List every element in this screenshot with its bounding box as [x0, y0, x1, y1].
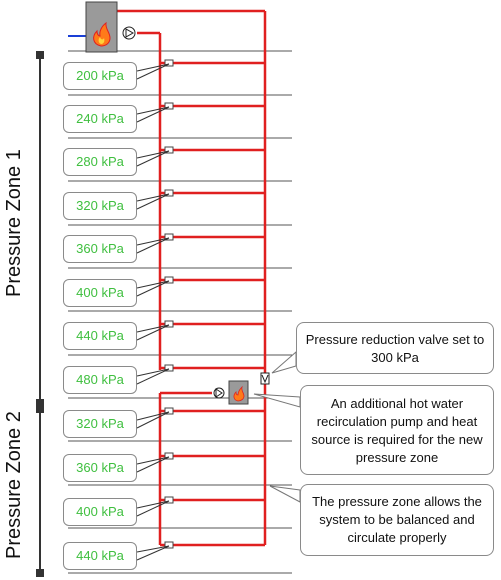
pressure-label: 240 kPa	[63, 105, 137, 133]
valve-icon	[260, 372, 270, 385]
pipe-network	[117, 9, 267, 547]
pressure-label: 400 kPa	[63, 279, 137, 307]
pressure-label: 400 kPa	[63, 498, 137, 526]
zone-1-bracket	[36, 51, 44, 407]
flame-icon	[233, 385, 245, 402]
zone-2-bracket	[36, 405, 44, 577]
heater-icon	[85, 1, 118, 53]
pressure-label: 480 kPa	[63, 366, 137, 394]
callout-pressure-zone-balance: The pressure zone allows the system to b…	[300, 484, 494, 556]
heater-icon	[228, 380, 249, 405]
pressure-label: 320 kPa	[63, 410, 137, 438]
pump-icon	[122, 26, 136, 40]
pressure-label: 320 kPa	[63, 192, 137, 220]
callout-pressure-reduction-valve: Pressure reduction valve set to 300 kPa	[296, 322, 494, 374]
pressure-label: 440 kPa	[63, 322, 137, 350]
pressure-label: 360 kPa	[63, 235, 137, 263]
floor-lines	[68, 50, 292, 574]
pressure-label: 440 kPa	[63, 542, 137, 570]
pump-icon	[213, 387, 225, 399]
pressure-label: 200 kPa	[63, 62, 137, 90]
pressure-label: 280 kPa	[63, 148, 137, 176]
flame-icon	[93, 21, 111, 47]
callout-additional-pump-heat-source: An additional hot water recirculation pu…	[300, 385, 494, 475]
zone-2-label: Pressure Zone 2	[3, 411, 25, 559]
branch-valves	[164, 59, 174, 549]
pressure-pointers	[136, 63, 170, 561]
pressure-label: 360 kPa	[63, 454, 137, 482]
zone-1-label: Pressure Zone 1	[3, 149, 25, 297]
